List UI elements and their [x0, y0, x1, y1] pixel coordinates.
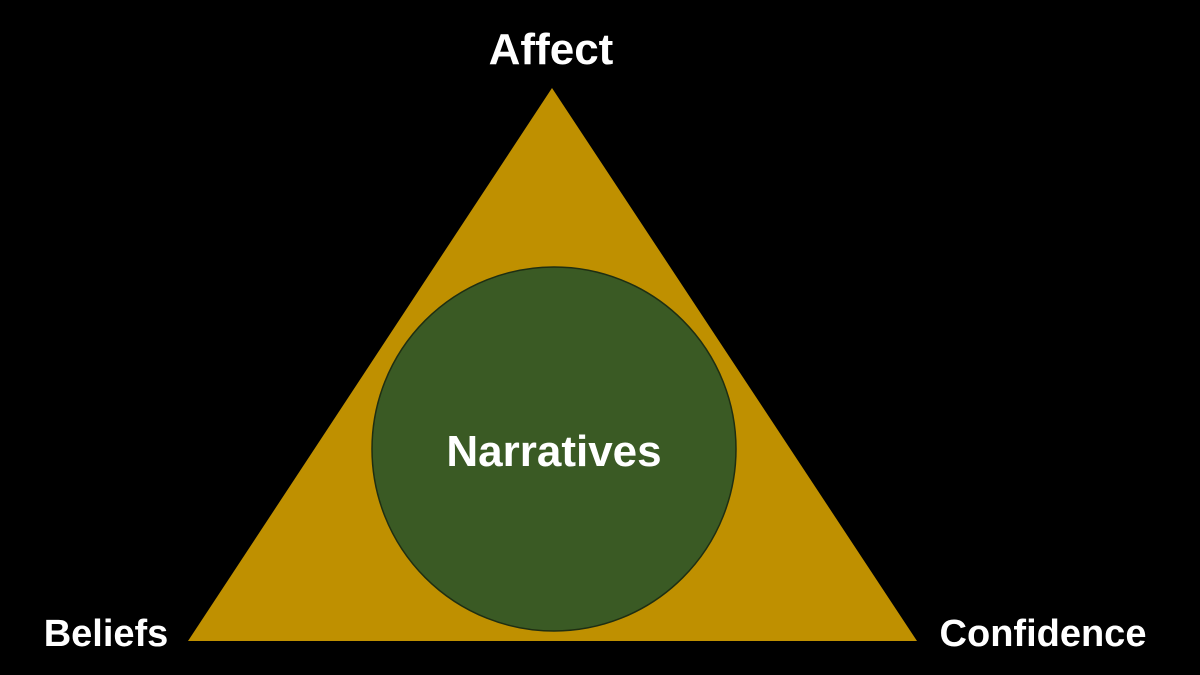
vertex-label-bottom-left: Beliefs [44, 613, 169, 655]
center-label: Narratives [446, 427, 661, 476]
vertex-label-top: Affect [489, 25, 614, 74]
vertex-label-bottom-right: Confidence [940, 613, 1147, 655]
center-circle [371, 266, 737, 632]
